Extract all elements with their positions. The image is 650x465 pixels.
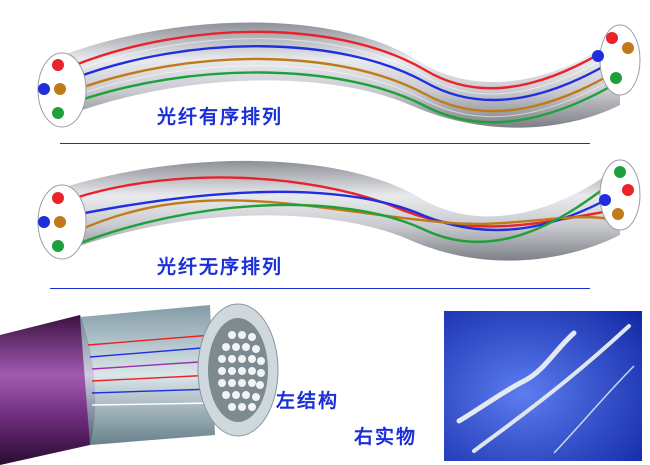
unordered-fiber-label: 光纤无序排列 [157,252,283,279]
cable-cutaway-panel [0,295,300,465]
divider-top [60,143,590,144]
unordered-bundle-panel [30,150,650,270]
fiber-photo-panel [444,311,642,461]
fiber-photo-icon [444,311,642,461]
left-structure-label: 左结构 [276,386,339,413]
ordered-fiber-label: 光纤有序排列 [157,102,283,129]
right-physical-label: 右实物 [354,422,417,449]
unordered-fiber-bundle-icon [30,150,650,270]
ordered-fiber-bundle-icon [30,10,650,130]
divider-bottom [50,288,590,289]
cable-cutaway-icon [0,295,300,465]
ordered-bundle-panel [30,10,650,130]
